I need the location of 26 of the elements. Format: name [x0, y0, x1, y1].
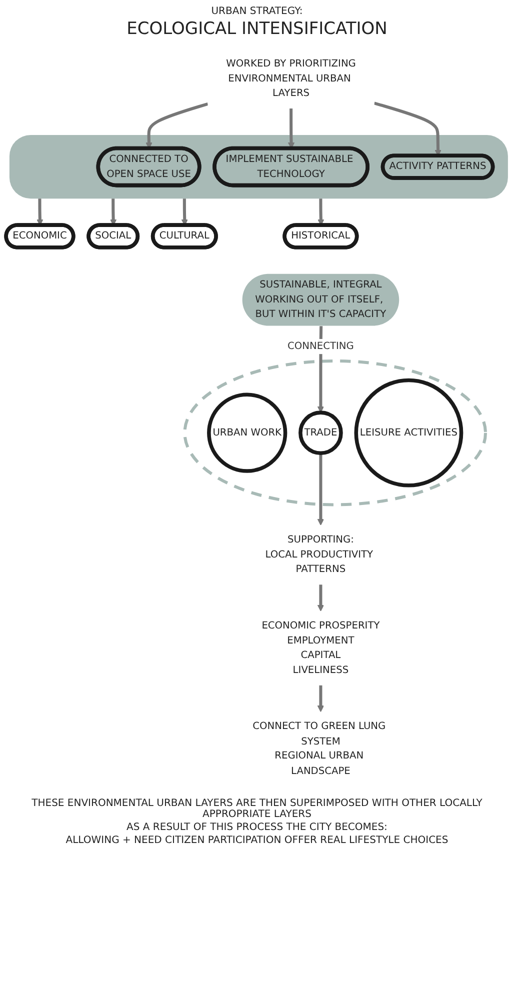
- title-text: ECOLOGICAL INTENSIFICATION: [126, 19, 388, 39]
- note-text: ALLOWING + NEED CITIZEN PARTICIPATION OFFER REAL LIFESTYLE CHOICES: [64, 835, 450, 846]
- node-text: SUPPORTING: LOCAL PRODUCTIVITY PATTERNS: [265, 534, 374, 576]
- arrow: [374, 102, 442, 156]
- node-text: ECONOMIC PROSPERITY EMPLOYMENT CAPITAL LIVELINESS: [262, 620, 380, 676]
- cluster: [183, 359, 488, 506]
- arrow: [318, 198, 324, 226]
- arrow: [317, 584, 324, 612]
- arrow: [317, 685, 324, 712]
- node-circle: LEISURE ACTIVITIES: [354, 378, 464, 488]
- arrow: [110, 198, 117, 226]
- node-text: CONNECT TO GREEN LUNG SYSTEM REGIONAL URBAN LANDSCAPE: [252, 720, 386, 776]
- arrow: [181, 198, 188, 226]
- node-text: WORKED BY PRIORITIZING ENVIRONMENTAL URBAN LAYERS: [226, 58, 356, 100]
- node-circle: URBAN WORK: [207, 392, 288, 473]
- arrow: [317, 453, 324, 526]
- node-circle: TRADE: [298, 410, 343, 455]
- cluster: [9, 134, 508, 199]
- arrow: [146, 102, 208, 149]
- node-box: SUSTAINABLE, INTEGRAL WORKING OUT OF ITSELF, BUT WITHIN IT'S CAPACITY: [242, 274, 400, 326]
- edge-label: CONNECTING: [288, 340, 354, 352]
- note-text: THESE ENVIRONMENTAL URBAN LAYERS ARE THEN SUPERIMPOSED WITH OTHER LOCALLY APPROPRIATE LAYERS: [30, 798, 484, 820]
- note-text: AS A RESULT OF THIS PROCESS THE CITY BECOMES:: [126, 822, 388, 833]
- arrow: [288, 108, 295, 149]
- arrow: [36, 198, 44, 226]
- subtitle-text: URBAN STRATEGY:: [210, 6, 304, 17]
